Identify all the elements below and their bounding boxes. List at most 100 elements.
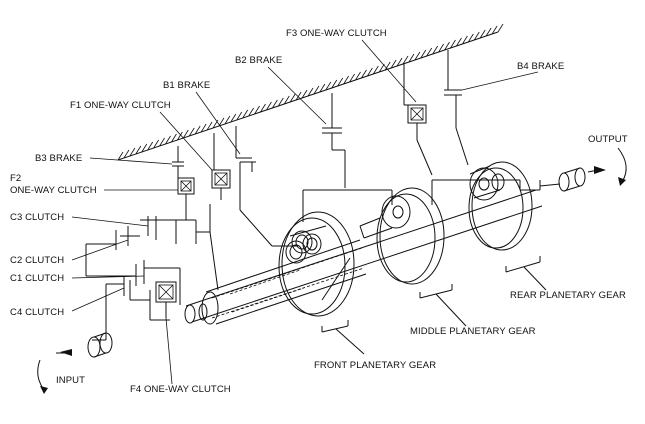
housing-hatch-mark — [331, 79, 338, 89]
housing-hatch-mark — [289, 93, 296, 103]
housing-hatch-mark — [188, 127, 195, 137]
label-f1-one-way-clutch: F1 ONE-WAY CLUTCH — [70, 100, 171, 111]
housing-hatch-mark — [372, 65, 379, 75]
housing-hatch-mark — [420, 49, 427, 59]
housing-hatch-mark — [165, 135, 171, 145]
housing-hatch-mark — [325, 81, 332, 91]
housing-hatch-mark — [218, 117, 225, 127]
housing-hatch-mark — [307, 87, 314, 97]
housing-hatch-mark — [283, 95, 290, 105]
b4-brake-symbol — [444, 50, 469, 166]
label-f4-one-way-clutch: F4 ONE-WAY CLUTCH — [130, 384, 231, 395]
housing-hatch-mark — [497, 23, 504, 33]
f1-one-way-clutch-symbol — [211, 133, 231, 200]
housing-ground — [117, 23, 504, 161]
f4-one-way-clutch-symbol — [155, 281, 177, 318]
housing-hatch-mark — [467, 33, 474, 43]
housing-hatch-mark — [200, 123, 207, 133]
main-shaft — [184, 189, 543, 325]
housing-hatch-mark — [462, 35, 468, 45]
label-f3-one-way-clutch: F3 ONE-WAY CLUTCH — [286, 28, 387, 39]
housing-hatch-mark — [390, 59, 397, 69]
output-shaft — [520, 147, 627, 192]
middle-planetary-gear — [359, 187, 445, 285]
housing-hatch-mark — [426, 47, 433, 57]
labels: F3 ONE-WAY CLUTCH B2 BRAKE B4 BRAKE B1 B… — [10, 28, 628, 395]
housing-hatch-mark — [141, 143, 148, 153]
label-c3-clutch: C3 CLUTCH — [10, 212, 64, 223]
housing-hatch-mark — [177, 131, 183, 141]
housing-hatch-mark — [272, 99, 278, 109]
label-f2: F2 — [10, 173, 21, 184]
label-c1-clutch: C1 CLUTCH — [10, 273, 64, 284]
housing-hatch-mark — [432, 45, 439, 55]
housing-hatch-mark — [402, 55, 409, 65]
housing-hatch-mark — [301, 89, 308, 99]
housing-hatch-mark — [236, 111, 243, 121]
label-c2-clutch: C2 CLUTCH — [10, 255, 64, 266]
housing-hatch-mark — [230, 113, 237, 123]
b3-brake-symbol — [172, 146, 184, 178]
housing-hatch-mark — [248, 107, 254, 117]
housing-hatch-mark — [260, 103, 266, 113]
label-output: OUTPUT — [588, 134, 628, 145]
housing-hatch-mark — [206, 121, 213, 131]
housing-hatch-mark — [171, 133, 177, 143]
leader-lines — [71, 39, 539, 385]
label-c4-clutch: C4 CLUTCH — [10, 307, 64, 318]
housing-hatch-mark — [277, 97, 284, 107]
housing-hatch-mark — [224, 115, 231, 125]
housing-hatch-mark — [123, 149, 130, 159]
housing-hatch-mark — [456, 37, 462, 47]
housing-hatch-mark — [129, 147, 136, 157]
housing-hatch-mark — [349, 73, 355, 83]
housing-hatch-mark — [343, 75, 349, 85]
housing-hatch-mark — [117, 151, 124, 161]
rear-planetary-bracket — [505, 256, 547, 291]
housing-hatch-mark — [242, 109, 249, 119]
label-b3-brake: B3 BRAKE — [35, 153, 82, 164]
housing-hatch-mark — [378, 63, 385, 73]
label-middle-planetary-gear: MIDDLE PLANETARY GEAR — [410, 326, 536, 337]
housing-hatch-mark — [450, 39, 456, 49]
front-planetary-bracket — [321, 320, 365, 355]
label-rear-planetary-gear: REAR PLANETARY GEAR — [510, 290, 626, 301]
label-front-planetary-gear: FRONT PLANETARY GEAR — [314, 360, 436, 371]
housing-hatch-mark — [384, 61, 391, 71]
housing-hatch-mark — [444, 41, 450, 51]
housing-hatch-mark — [159, 137, 165, 147]
label-input: INPUT — [56, 375, 85, 386]
front-planetary-gear — [278, 211, 355, 317]
f3-one-way-clutch-symbol — [403, 64, 433, 176]
housing-hatch-mark — [361, 69, 367, 79]
housing-hatch-mark — [319, 83, 326, 93]
housing-hatch-mark — [182, 129, 189, 139]
housing-hatch-mark — [414, 51, 421, 61]
housing-hatch-mark — [438, 43, 444, 53]
clutch-pack — [85, 204, 219, 340]
housing-hatch-mark — [485, 27, 492, 37]
housing-hatch-mark — [266, 101, 272, 111]
b1-brake-symbol — [235, 126, 256, 210]
housing-hatch-mark — [408, 53, 415, 63]
label-b1-brake: B1 BRAKE — [163, 80, 210, 91]
housing-hatch-mark — [135, 145, 142, 155]
housing-hatch-mark — [147, 141, 154, 151]
housing-hatch-mark — [254, 105, 260, 115]
housing-hatching — [117, 23, 504, 161]
housing-hatch-mark — [491, 25, 498, 35]
label-b2-brake: B2 BRAKE — [235, 55, 282, 66]
label-b4-brake: B4 BRAKE — [517, 61, 564, 72]
housing-hatch-mark — [473, 31, 480, 41]
rear-planetary-gear — [468, 161, 533, 251]
housing-hatch-mark — [367, 67, 373, 77]
housing-hatch-mark — [355, 71, 361, 81]
housing-hatch-mark — [337, 77, 344, 87]
b2-brake-symbol — [322, 93, 346, 188]
housing-hatch-mark — [295, 91, 302, 101]
label-f2-one-way-clutch: ONE-WAY CLUTCH — [10, 185, 97, 196]
housing-hatch-mark — [153, 139, 159, 149]
f2-one-way-clutch-symbol — [177, 177, 195, 205]
